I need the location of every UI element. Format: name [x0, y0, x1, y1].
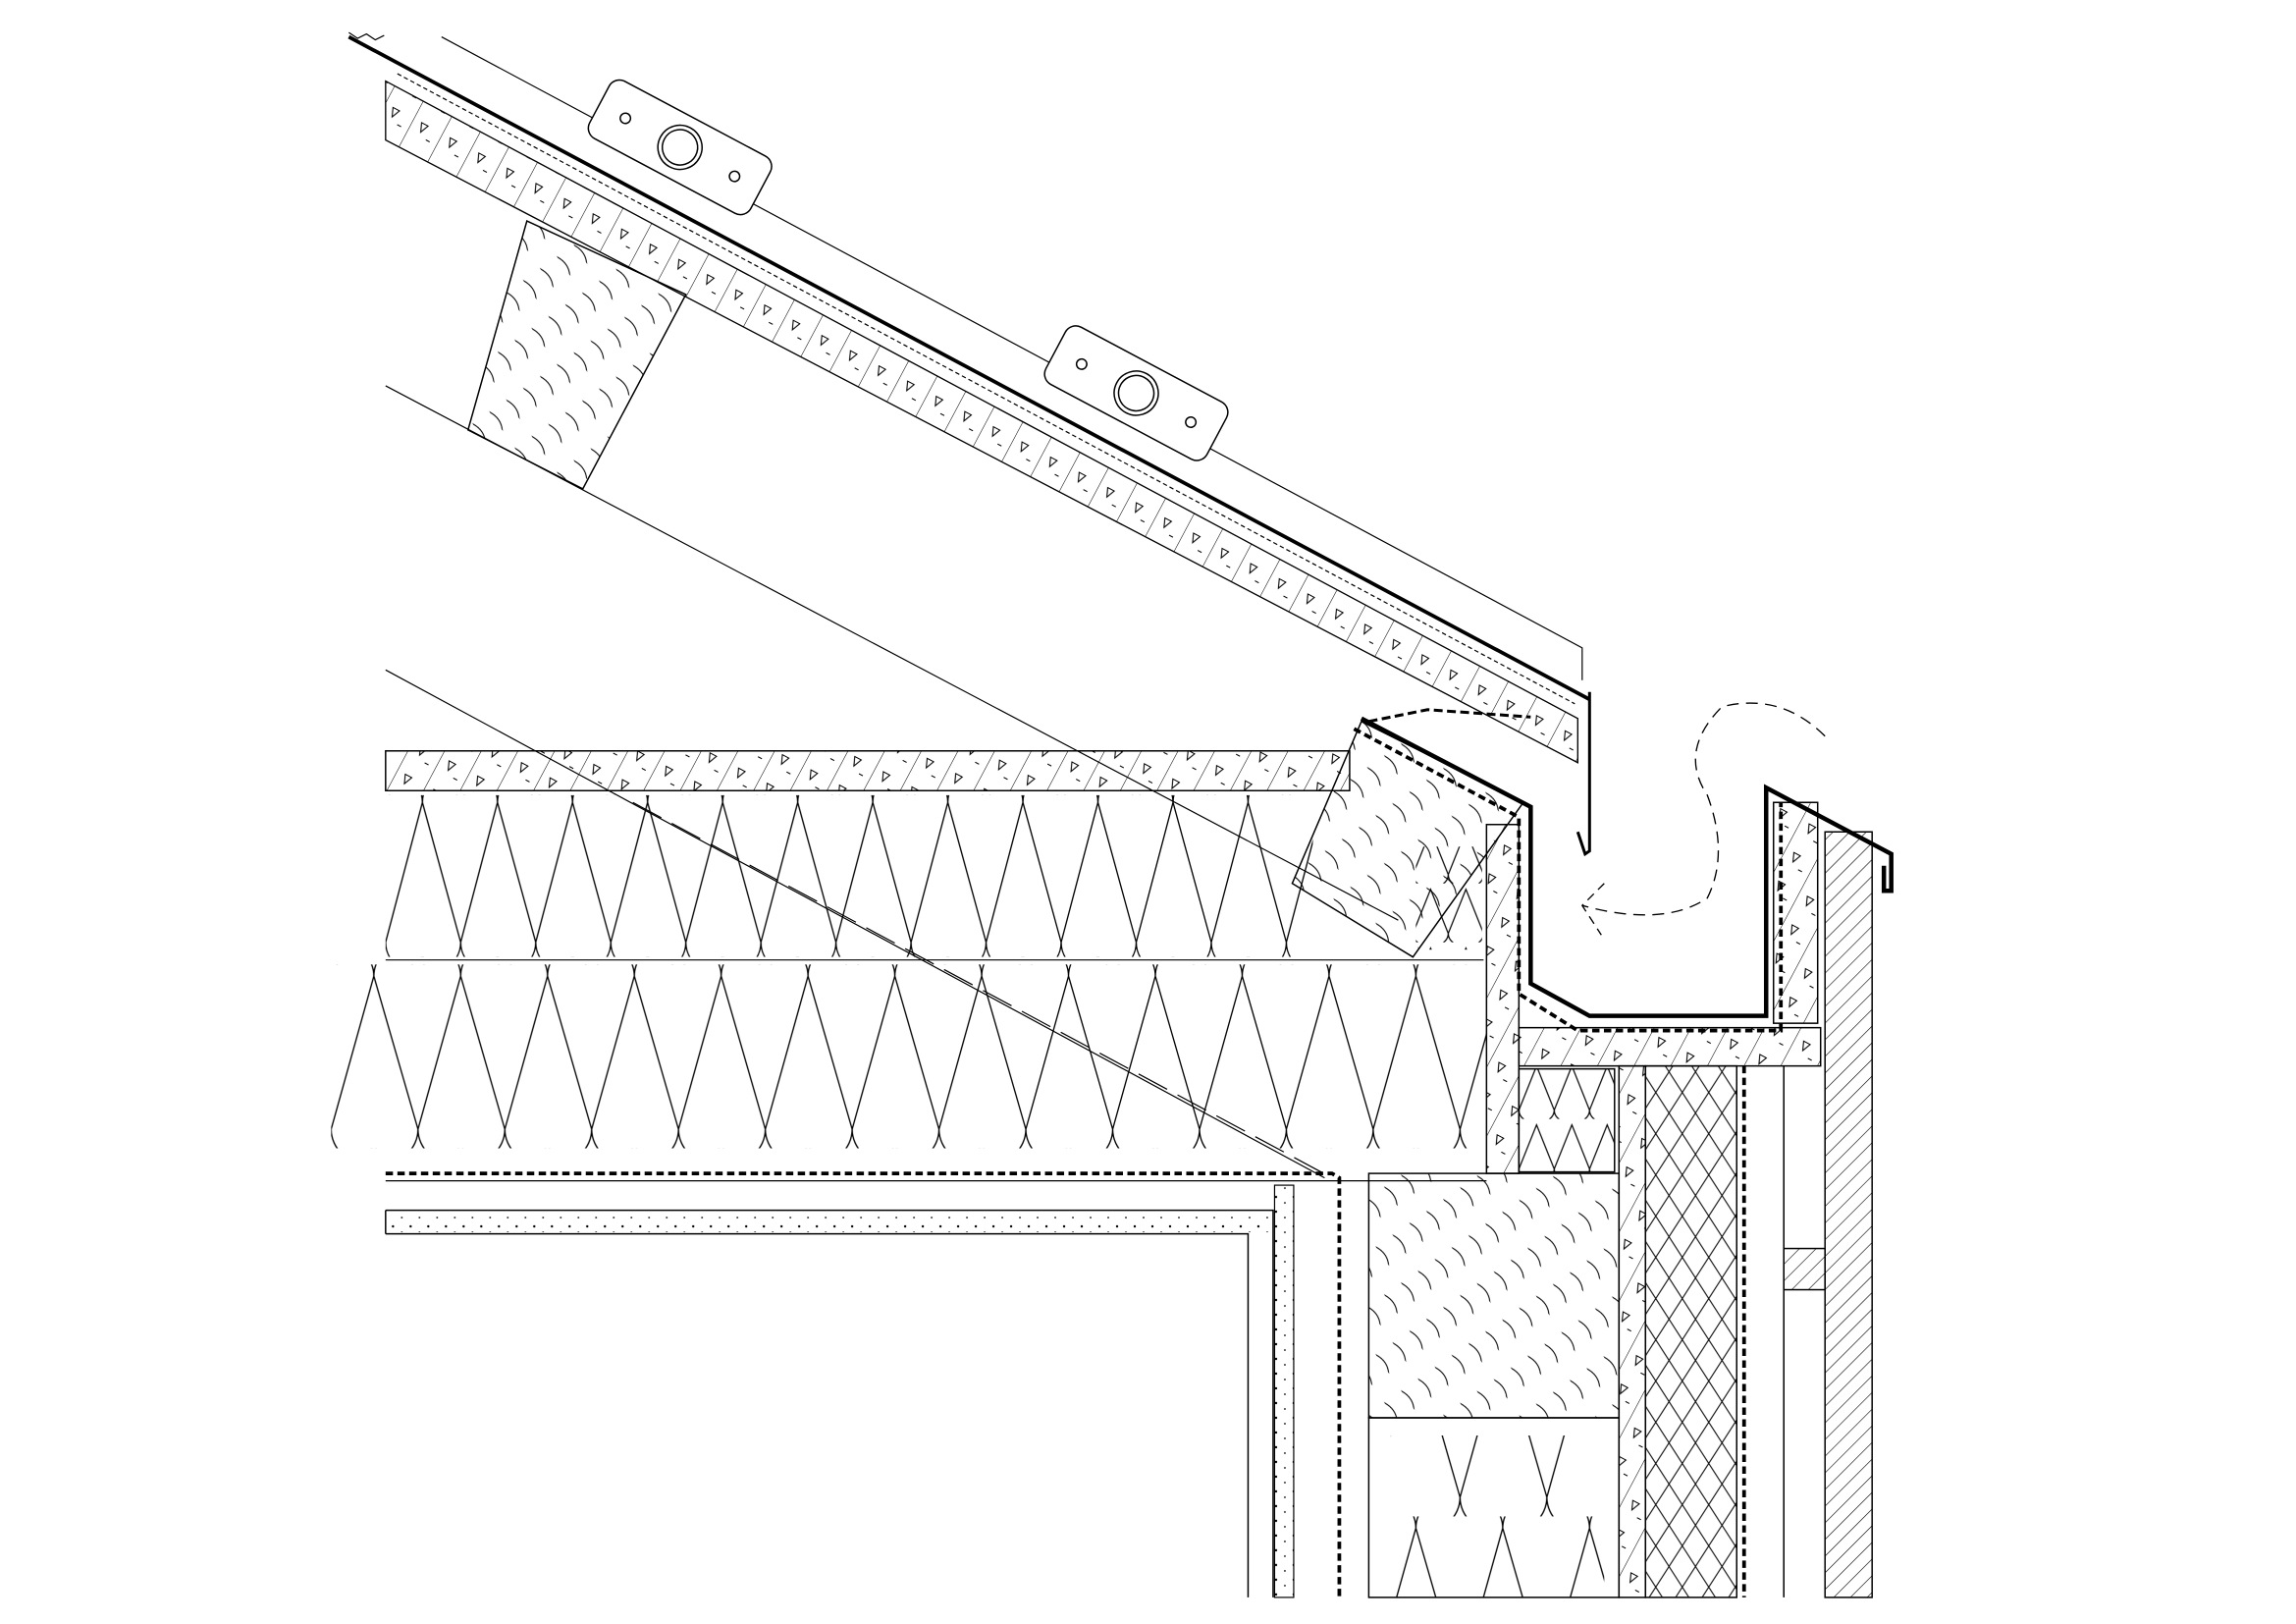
plasterboard-wall-fill	[1273, 1184, 1295, 1598]
gutter-membrane	[1353, 727, 1784, 1033]
sheathing-zigzag	[397, 73, 1575, 705]
roof-insulation-lower	[331, 964, 1487, 1149]
airflow-arrow	[1581, 702, 1826, 916]
roof-insulation-upper	[385, 794, 1313, 957]
cladding	[1824, 831, 1873, 1598]
ceiling-board	[385, 750, 1351, 792]
bolt-icon	[1113, 370, 1159, 416]
eaves-insulation	[1415, 846, 1482, 950]
box-gutter	[1360, 716, 1894, 1018]
wall-plate-beam	[1367, 1172, 1621, 1419]
plasterboard-fill	[385, 1213, 1273, 1233]
fascia-drip	[1575, 691, 1591, 857]
wall-sheathing	[1618, 1064, 1647, 1598]
sheathing-strip-left	[1485, 823, 1521, 1174]
roof-covering	[347, 31, 1591, 701]
vapour-barrier	[385, 1171, 1342, 1597]
tile-clip	[587, 79, 773, 216]
drip-edge	[1368, 708, 1531, 724]
wall-insulation	[1390, 1435, 1605, 1597]
rafter	[466, 219, 687, 490]
roof-sheathing	[385, 80, 1578, 764]
wall-insulation-boards	[1644, 1064, 1737, 1598]
plasterboard	[385, 1209, 1274, 1597]
bolt-icon	[657, 124, 703, 171]
arrow-head-icon	[1580, 883, 1605, 936]
gutter-support-board	[1518, 1026, 1822, 1067]
tile-clip	[1043, 325, 1229, 461]
batten	[1783, 1247, 1826, 1291]
under-gutter-insulation	[1518, 1067, 1616, 1173]
